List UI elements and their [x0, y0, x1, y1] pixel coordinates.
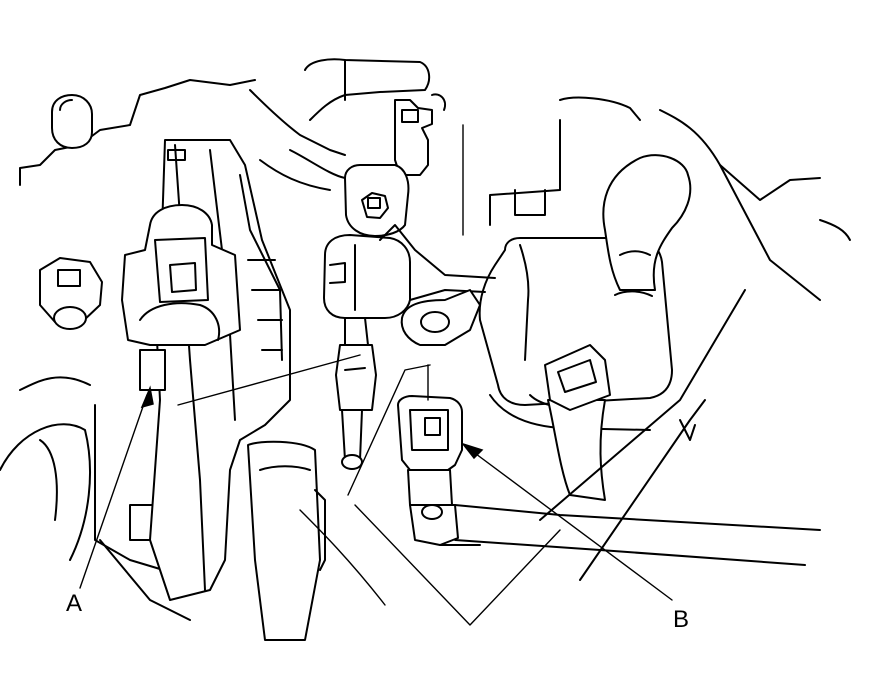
mounting-bracket-center — [379, 224, 496, 346]
switch-a-housing — [121, 204, 241, 391]
bolt-top-center — [344, 164, 410, 237]
leader-line-a — [79, 394, 148, 589]
reservoir-hose — [602, 154, 692, 297]
leader-line-b — [467, 447, 673, 601]
frame-rail-right — [539, 289, 746, 581]
casting-boss-top-left — [51, 94, 93, 149]
booster-hose-lower — [544, 344, 611, 501]
bracket-top — [394, 93, 446, 176]
switch-b-housing — [397, 395, 463, 546]
master-cylinder — [323, 234, 411, 470]
label-a: A — [66, 590, 82, 617]
leader-arrow-b — [460, 442, 484, 460]
callout-bracket — [177, 354, 561, 626]
callout-b: B — [460, 442, 689, 633]
hex-nut-left — [39, 257, 103, 330]
booster-body — [489, 96, 851, 301]
upper-housing — [249, 58, 431, 191]
leader-arrow-a — [140, 385, 154, 409]
steering-column — [247, 440, 326, 641]
switch-b-wiring — [439, 504, 821, 566]
label-b: B — [673, 606, 689, 633]
callout-a: A — [66, 385, 154, 617]
